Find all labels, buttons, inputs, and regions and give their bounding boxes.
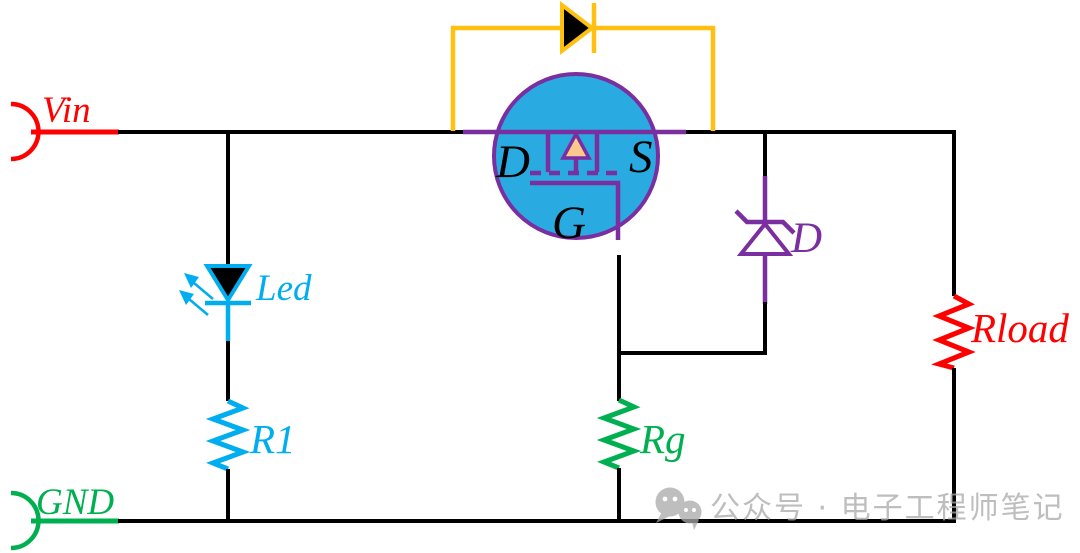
bypass-wire-left bbox=[450, 25, 560, 131]
mosfet-gate-trace bbox=[530, 180, 621, 240]
watermark-text: 公众号 · 电子工程师笔记 bbox=[710, 491, 1065, 526]
led-ray-shaft bbox=[188, 298, 209, 316]
resistor-rg-icon bbox=[596, 397, 642, 471]
bypass-diode-icon bbox=[560, 0, 596, 56]
wechat-icon-small-tail bbox=[692, 520, 699, 530]
bypass-wire-right bbox=[596, 25, 716, 131]
r1-label: R1 bbox=[249, 416, 296, 462]
mosfet-gate-label: G bbox=[552, 197, 586, 249]
rg-label: Rg bbox=[639, 416, 686, 462]
led-label: Led bbox=[255, 268, 312, 309]
led-ray-arrow-icon bbox=[179, 290, 194, 305]
vin-label: Vin bbox=[42, 90, 91, 131]
zener-diode-icon bbox=[736, 220, 794, 256]
gnd-label: GND bbox=[36, 482, 114, 523]
mosfet-drain-label: D bbox=[495, 136, 530, 188]
resistor-r1-icon bbox=[205, 398, 251, 472]
rload-label: Rload bbox=[970, 305, 1069, 351]
wechat-icon bbox=[655, 487, 685, 517]
resistor-rload-icon bbox=[931, 293, 976, 371]
wechat-icon-small-bubble bbox=[678, 500, 702, 524]
zener-label: D bbox=[790, 215, 822, 262]
mosfet-source-label: S bbox=[629, 131, 653, 183]
led-diode-icon bbox=[203, 264, 253, 304]
led-ray-arrow-icon bbox=[184, 273, 199, 288]
watermark: 公众号 · 电子工程师笔记 bbox=[655, 487, 1065, 530]
wechat-icon-tail bbox=[656, 512, 670, 523]
led-ray-shaft bbox=[193, 282, 214, 300]
